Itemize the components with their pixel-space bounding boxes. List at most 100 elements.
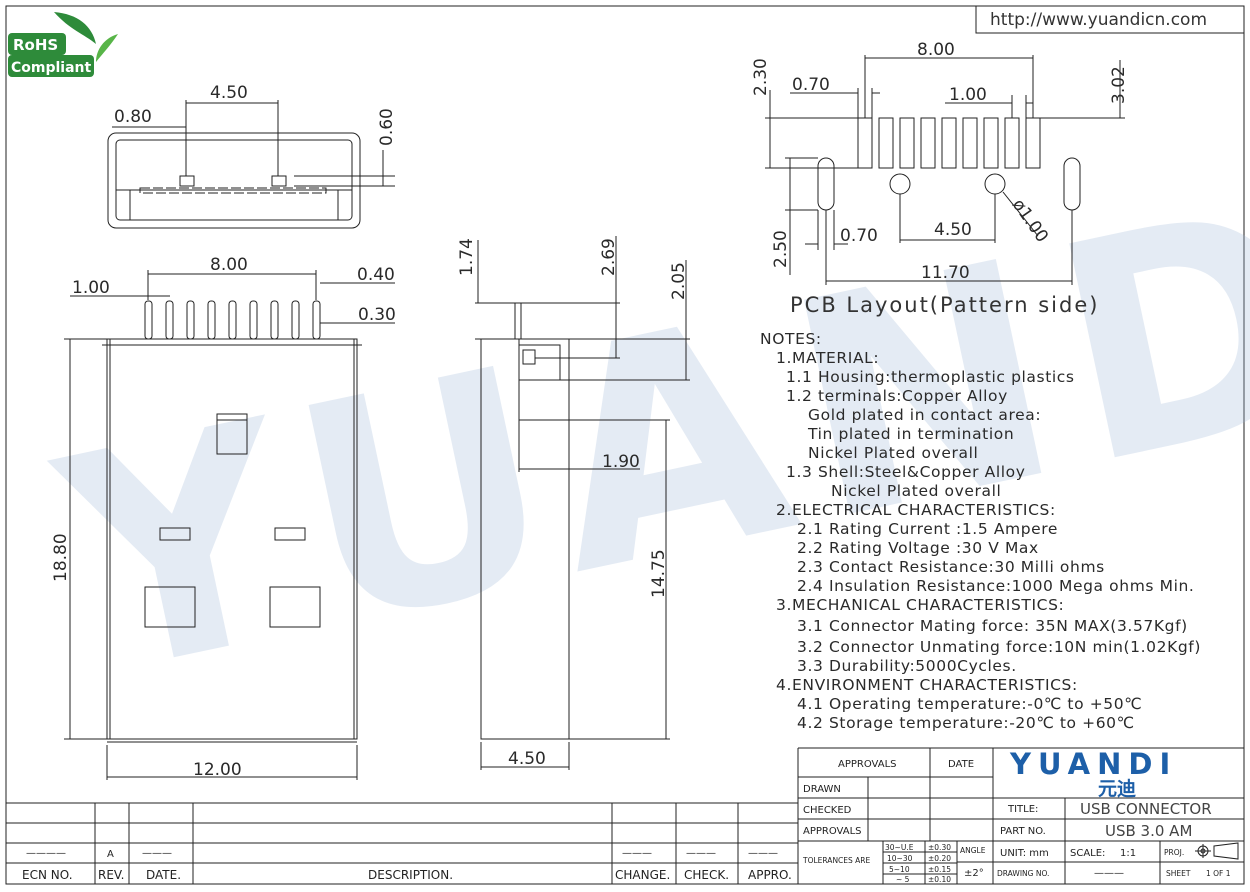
note-line: 2.1 Rating Current :1.5 Ampere <box>797 520 1058 538</box>
dim-front-width: 4.50 <box>210 83 248 103</box>
dim-side-a: 1.74 <box>457 238 477 276</box>
note-line: 2.4 Insulation Resistance:1000 Mega ohms… <box>797 577 1194 595</box>
note-line: Gold plated in contact area: <box>808 406 1041 424</box>
url-box[interactable]: http://www.yuandicn.com <box>975 5 1245 34</box>
dim-side-b: 2.69 <box>599 238 619 276</box>
rev-row-check: ——— <box>686 848 716 859</box>
tb-brand-cn: 元迪 <box>1098 778 1136 800</box>
rohs-logo: RoHS Compliant <box>8 12 118 77</box>
rev-row-rev: A <box>107 849 114 860</box>
top-view <box>64 270 395 780</box>
note-line: 2.ELECTRICAL CHARACTERISTICS: <box>776 501 1056 519</box>
rohs-text: RoHS <box>13 36 58 54</box>
tb-tol-value: ±0.15 <box>928 865 951 874</box>
note-line: NOTES: <box>760 330 822 348</box>
tb-tolerances: TOLERANCES ARE <box>802 856 871 865</box>
note-line: 1.1 Housing:thermoplastic plastics <box>786 368 1075 386</box>
tb-tol-value: ±0.30 <box>928 843 951 852</box>
tb-checked: CHECKED <box>803 805 852 816</box>
tb-tol-range: 30~U.E <box>885 843 914 852</box>
dim-pitch: 1.00 <box>72 278 110 298</box>
dim-pitch-span: 8.00 <box>210 255 248 275</box>
tb-date: DATE <box>948 759 974 770</box>
note-line: Nickel Plated overall <box>831 482 1001 500</box>
pcb-layout <box>765 55 1125 285</box>
dim-side-c: 2.05 <box>669 262 689 300</box>
pcb-dim-070-bot: 0.70 <box>840 226 878 246</box>
tb-title-label: TITLE: <box>1007 804 1038 815</box>
note-line: 3.1 Connector Mating force: 35N MAX(3.57… <box>797 617 1188 635</box>
pcb-dim-250: 2.50 <box>771 230 791 268</box>
rev-header-description: DESCRIPTION. <box>368 868 453 882</box>
tb-drawing-val: ——— <box>1094 868 1124 879</box>
tb-approvals: APPROVALS <box>838 759 897 770</box>
note-line: 1.3 Shell:Steel&Copper Alloy <box>786 463 1025 481</box>
notes-block: NOTES: 1.MATERIAL: 1.1 Housing:thermopla… <box>760 330 1201 732</box>
note-line: 3.2 Connector Unmating force:10N min(1.0… <box>797 638 1201 656</box>
rev-header-date: DATE. <box>146 868 181 882</box>
note-line: 4.ENVIRONMENT CHARACTERISTICS: <box>776 676 1078 694</box>
url-text[interactable]: http://www.yuandicn.com <box>990 10 1207 30</box>
dim-side-e: 14.75 <box>649 549 669 598</box>
tb-approvals2: APPROVALS <box>803 826 862 837</box>
pcb-dim-302: 3.02 <box>1109 66 1129 104</box>
dim-width: 12.00 <box>193 760 242 780</box>
tb-unit: UNIT: mm <box>1000 848 1049 859</box>
front-view <box>107 100 395 229</box>
tb-tol-range: 5~10 <box>889 865 910 874</box>
dim-pin-w2: 0.30 <box>358 305 396 325</box>
note-line: 3.3 Durability:5000Cycles. <box>797 657 1017 675</box>
tb-drawing-no: DRAWING NO. <box>997 869 1049 878</box>
side-view <box>475 236 690 770</box>
compliant-text: Compliant <box>11 60 92 76</box>
note-line: Tin plated in termination <box>807 425 1014 443</box>
tb-tol-range: 10~30 <box>887 854 913 863</box>
note-line: 3.MECHANICAL CHARACTERISTICS: <box>776 596 1064 614</box>
tb-drawn: DRAWN <box>803 784 841 795</box>
pcb-caption: PCB Layout(Pattern side) <box>790 293 1099 317</box>
note-line: 2.2 Rating Voltage :30 V Max <box>797 539 1039 557</box>
dim-front-left: 0.80 <box>114 107 152 127</box>
pcb-dim-pitch: 1.00 <box>949 85 987 105</box>
pcb-pads <box>857 117 1041 169</box>
rev-row-appro: ——— <box>748 848 778 859</box>
tb-tol-value: ±0.10 <box>928 875 951 884</box>
dim-length: 18.80 <box>51 533 71 582</box>
tb-proj: PROJ. <box>1164 848 1184 857</box>
dim-front-height: 0.60 <box>377 108 397 146</box>
pcb-dim-070-top: 0.70 <box>792 75 830 95</box>
tb-part-label: PART NO. <box>1000 826 1046 837</box>
rev-header-check: CHECK. <box>684 868 729 882</box>
rev-header-appro: APPRO. <box>748 868 792 882</box>
tb-angle: ANGLE <box>960 846 986 855</box>
rev-header-change: CHANGE. <box>615 868 670 882</box>
pcb-dim-450: 4.50 <box>934 220 972 240</box>
pcb-dim-span: 8.00 <box>917 40 955 60</box>
rev-header-ecn: ECN NO. <box>22 868 73 882</box>
tb-part-value: USB 3.0 AM <box>1105 822 1192 840</box>
title-block <box>798 747 1244 884</box>
tb-scale-val: 1:1 <box>1120 848 1136 859</box>
top-pins <box>144 300 321 340</box>
dim-side-f: 4.50 <box>508 749 546 769</box>
note-line: Nickel Plated overall <box>808 444 978 462</box>
note-line: 2.3 Contact Resistance:30 Milli ohms <box>797 558 1105 576</box>
note-line: 1.MATERIAL: <box>776 349 879 367</box>
sheet-border <box>5 5 1245 885</box>
dim-side-d: 1.90 <box>602 452 640 472</box>
note-line: 4.2 Storage temperature:-20℃ to +60℃ <box>797 714 1135 732</box>
tb-tol-range: ~ 5 <box>896 875 910 884</box>
dim-pin-w1: 0.40 <box>357 265 395 285</box>
note-line: 4.1 Operating temperature:-0℃ to +50℃ <box>797 695 1142 713</box>
rev-row-change: ——— <box>622 848 652 859</box>
tb-tol-value: ±0.20 <box>928 854 951 863</box>
pcb-dim-230: 2.30 <box>751 58 771 96</box>
note-line: 1.2 terminals:Copper Alloy <box>786 387 1008 405</box>
rev-row-ecn: ———— <box>26 848 66 859</box>
projection-symbol-icon <box>1195 842 1239 860</box>
tb-brand-logo: YUANDI <box>1009 747 1177 781</box>
revision-block <box>6 748 799 884</box>
tb-sheet-val: 1 OF 1 <box>1206 869 1231 878</box>
